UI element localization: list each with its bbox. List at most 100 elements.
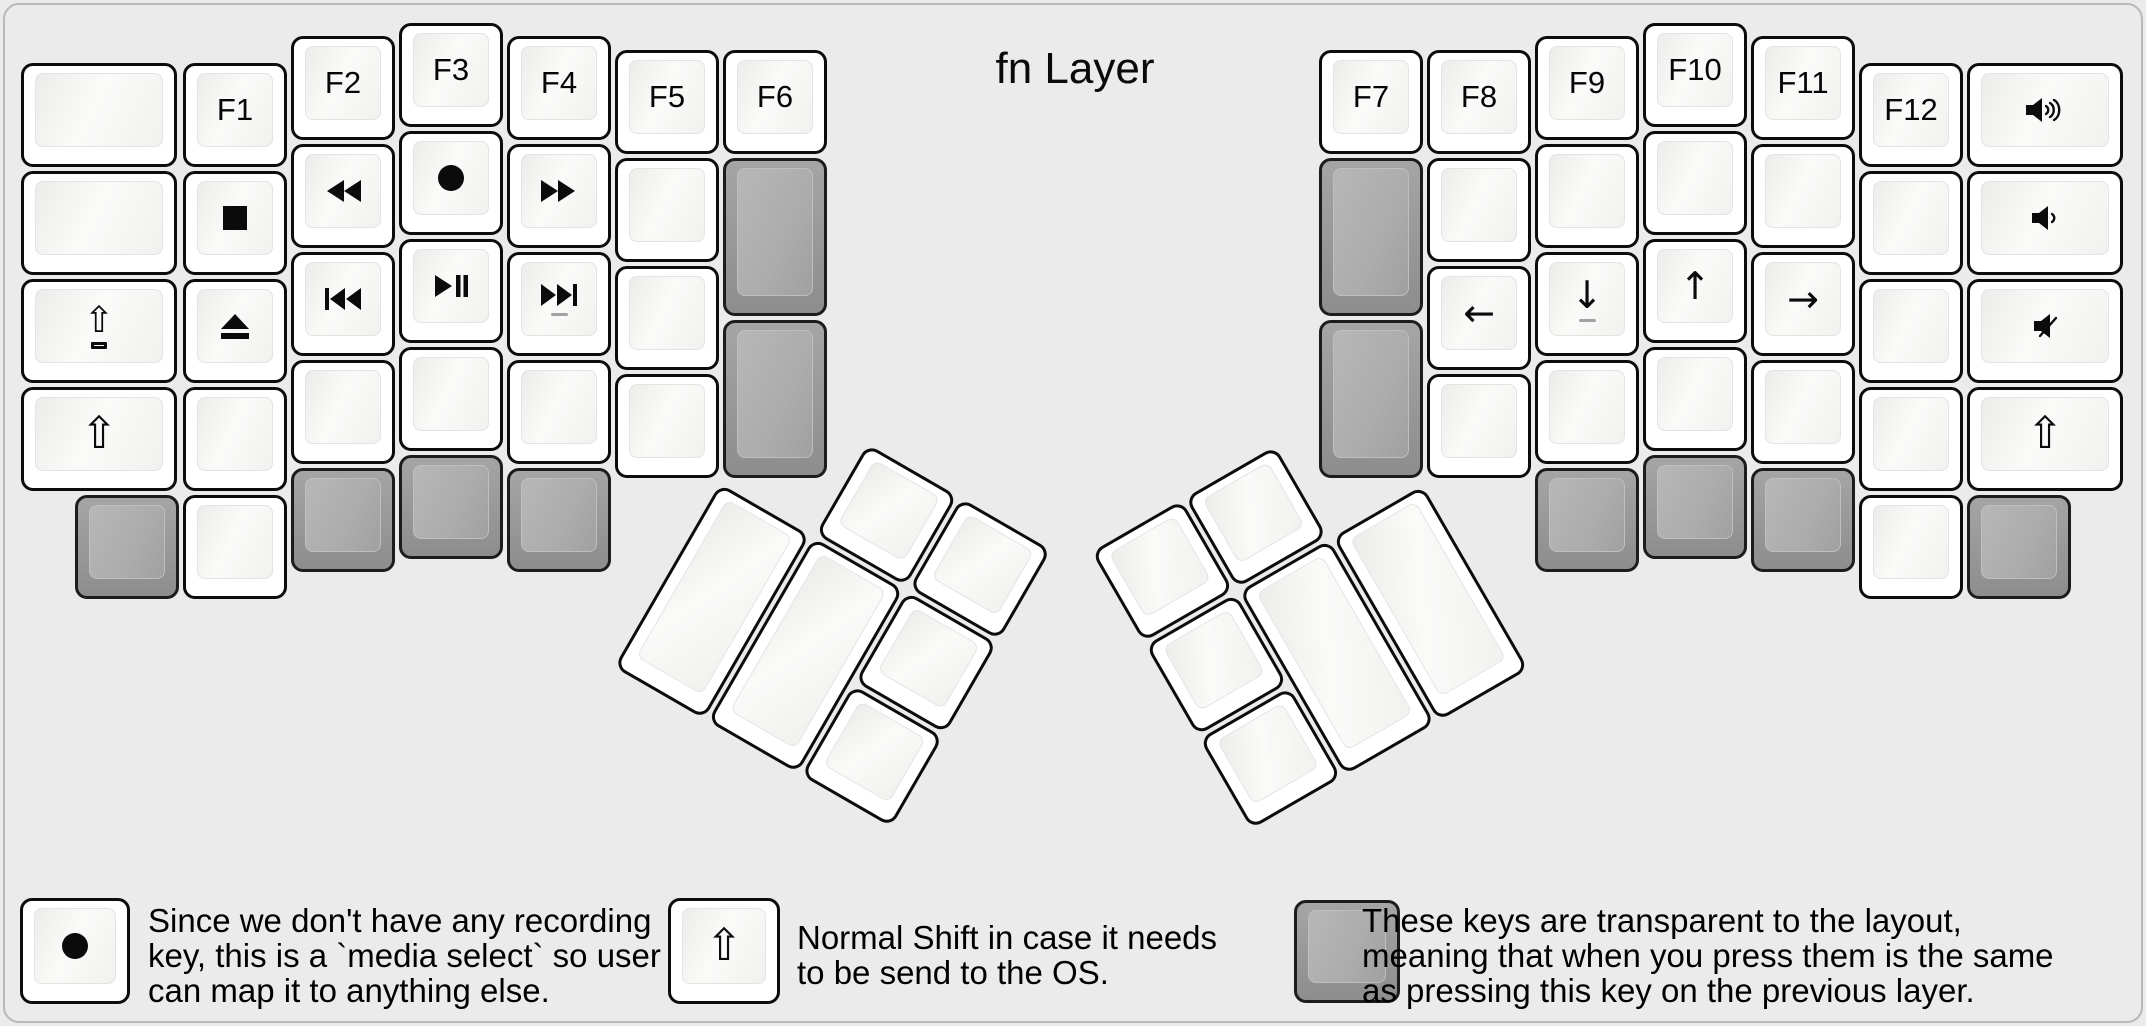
key-label: F3	[432, 52, 470, 87]
keycap-top	[305, 262, 381, 336]
key-blank[interactable]	[1859, 279, 1963, 383]
key-blank[interactable]	[291, 360, 395, 464]
key-mute[interactable]	[1967, 279, 2123, 383]
key-label: F4	[540, 65, 578, 100]
key-label: F11	[1777, 65, 1829, 100]
keycap-top: F10	[1657, 33, 1733, 107]
key-f12[interactable]: F12	[1859, 63, 1963, 167]
key-label: F5	[648, 79, 686, 114]
key-transparent[interactable]	[1319, 158, 1423, 316]
keycap-top	[1216, 702, 1320, 805]
key-blank[interactable]	[21, 63, 177, 167]
key-arrow-down[interactable]: ↓	[1535, 252, 1639, 356]
key-transparent[interactable]	[1643, 455, 1747, 559]
key-media-select[interactable]	[399, 131, 503, 235]
key-label: F7	[1352, 79, 1390, 114]
legend-line: key, this is a `media select` so user	[148, 937, 661, 974]
key-previous-track[interactable]	[291, 252, 395, 356]
key-f3[interactable]: F3	[399, 23, 503, 127]
key-volume-down[interactable]	[1967, 171, 2123, 275]
keycap-top	[1333, 168, 1409, 296]
key-transparent[interactable]	[399, 455, 503, 559]
keycap-top	[1873, 181, 1949, 255]
keycap-top	[1108, 515, 1212, 618]
key-rewind[interactable]	[291, 144, 395, 248]
key-f11[interactable]: F11	[1751, 36, 1855, 140]
key-transparent[interactable]	[1751, 468, 1855, 572]
legend-line: can map it to anything else.	[148, 972, 550, 1009]
key-transparent[interactable]	[723, 320, 827, 478]
key-arrow-right[interactable]: →	[1751, 252, 1855, 356]
key-f5[interactable]: F5	[615, 50, 719, 154]
key-blank[interactable]	[183, 495, 287, 599]
keycap-top: F9	[1549, 46, 1625, 120]
keycap-top	[1981, 181, 2109, 255]
fast-forward-icon	[540, 178, 578, 204]
key-stop[interactable]	[183, 171, 287, 275]
key-shift[interactable]: ⇧	[1967, 387, 2123, 491]
key-blank[interactable]	[1859, 387, 1963, 491]
keycap-top	[1981, 505, 2057, 579]
key-eject[interactable]	[183, 279, 287, 383]
keycap-top	[1549, 478, 1625, 552]
keycap-top	[1765, 154, 1841, 228]
key-blank[interactable]	[399, 347, 503, 451]
keycap-top	[1657, 357, 1733, 431]
key-transparent[interactable]	[723, 158, 827, 316]
legend-line: These keys are transparent to the layout…	[1362, 902, 1962, 939]
keycap-top: ⇧	[682, 908, 766, 984]
key-play-pause[interactable]	[399, 239, 503, 343]
key-blank[interactable]	[615, 158, 719, 262]
key-blank[interactable]	[615, 266, 719, 370]
key-blank[interactable]	[1427, 374, 1531, 478]
key-f1[interactable]: F1	[183, 63, 287, 167]
key-blank[interactable]	[183, 387, 287, 491]
key-arrow-up[interactable]: ↑	[1643, 239, 1747, 343]
key-blank[interactable]	[1643, 347, 1747, 451]
key-arrow-left[interactable]: ←	[1427, 266, 1531, 370]
key-transparent[interactable]	[1535, 468, 1639, 572]
keycap-top	[34, 908, 116, 984]
key-f7[interactable]: F7	[1319, 50, 1423, 154]
arrow-down-icon: ↓	[1571, 273, 1603, 317]
key-transparent[interactable]	[291, 468, 395, 572]
key-blank[interactable]	[1427, 158, 1531, 262]
previous-track-icon	[323, 286, 363, 312]
key-transparent[interactable]	[1967, 495, 2071, 599]
keycap-top: F7	[1333, 60, 1409, 134]
key-blank[interactable]	[1859, 171, 1963, 275]
key-shift[interactable]: ⇧	[21, 387, 177, 491]
homing-bar	[550, 313, 568, 316]
keycap-top: F3	[413, 33, 489, 107]
key-blank[interactable]	[1859, 495, 1963, 599]
key-blank[interactable]	[615, 374, 719, 478]
key-f6[interactable]: F6	[723, 50, 827, 154]
keycap-top	[197, 505, 273, 579]
key-blank[interactable]	[1535, 360, 1639, 464]
key-transparent[interactable]	[507, 468, 611, 572]
keycap-top	[35, 73, 163, 147]
key-blank[interactable]	[507, 360, 611, 464]
mute-icon	[2028, 312, 2062, 340]
key-blank[interactable]	[1751, 360, 1855, 464]
key-transparent[interactable]	[1319, 320, 1423, 478]
key-label: F1	[216, 92, 254, 127]
key-blank[interactable]	[1643, 131, 1747, 235]
key-f9[interactable]: F9	[1535, 36, 1639, 140]
key-blank[interactable]	[21, 171, 177, 275]
keycap-top	[629, 168, 705, 242]
key-blank[interactable]	[1535, 144, 1639, 248]
key-f10[interactable]: F10	[1643, 23, 1747, 127]
key-f2[interactable]: F2	[291, 36, 395, 140]
key-f4[interactable]: F4	[507, 36, 611, 140]
key-volume-up[interactable]	[1967, 63, 2123, 167]
key-fast-forward[interactable]	[507, 144, 611, 248]
keycap-top	[823, 700, 927, 803]
key-shift-lock[interactable]: ⇧	[21, 279, 177, 383]
key-next-track[interactable]	[507, 252, 611, 356]
key-f8[interactable]: F8	[1427, 50, 1531, 154]
keycap-top	[1333, 330, 1409, 458]
key-blank[interactable]	[1751, 144, 1855, 248]
key-transparent[interactable]	[75, 495, 179, 599]
